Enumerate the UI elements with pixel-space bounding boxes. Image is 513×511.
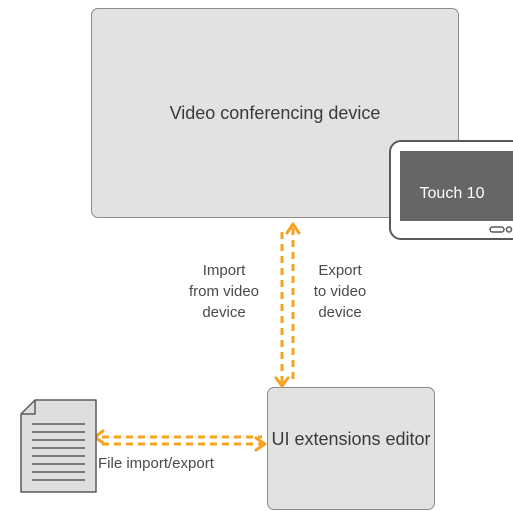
video-conferencing-device-label: Video conferencing device: [169, 103, 381, 123]
horizontal-exchange-arrow: [102, 435, 262, 446]
export-flow-label: Export to video device: [313, 262, 367, 321]
ui-extensions-editor-label: UI extensions editor: [271, 429, 431, 449]
vertical-arrow-heads: [274, 222, 301, 388]
file-flow-label: File import/export: [98, 455, 214, 472]
import-flow-label: Import from video device: [188, 262, 260, 321]
horizontal-arrow-heads: [93, 429, 267, 452]
touch-panel-screen: [400, 151, 513, 221]
vertical-exchange-arrow: [280, 228, 295, 384]
ui-extensions-editor-box: [267, 387, 435, 510]
touch-panel-controls: [489, 226, 513, 233]
touch-panel-label: Touch 10: [419, 185, 485, 202]
document-icon: [20, 399, 97, 493]
